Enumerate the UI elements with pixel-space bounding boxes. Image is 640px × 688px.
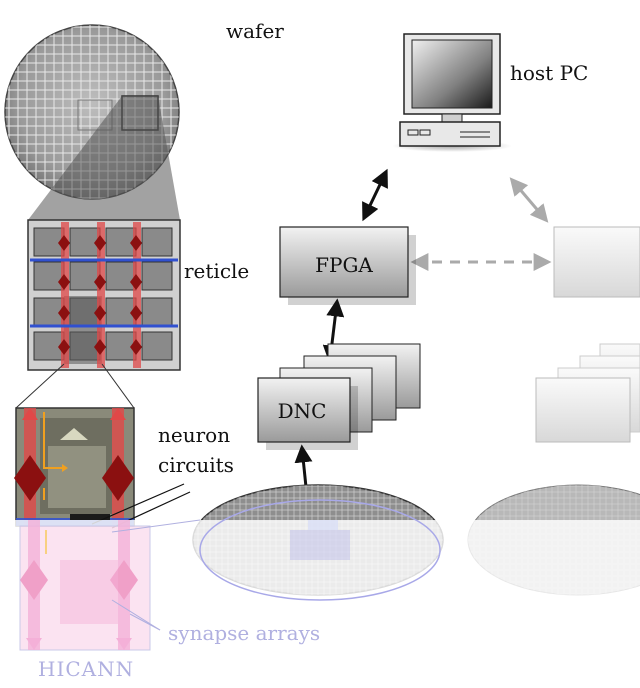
arrow-pc-fpga (362, 168, 388, 222)
reticle-cell (69, 227, 101, 257)
crossbar-switch (130, 235, 142, 251)
hicann-chip (14, 407, 135, 527)
vertical-bus (61, 222, 69, 368)
crossbar-switch (58, 305, 70, 321)
synapse-arrays-label: synapse arrays (168, 621, 320, 645)
wafer-bottom-faded-outline (199, 499, 441, 601)
reticle-cell (141, 331, 173, 361)
hicann-faded-detail (19, 519, 201, 651)
vertical-bus (133, 222, 141, 368)
reticle-cell (105, 261, 137, 291)
zoom-line-right (101, 363, 135, 409)
crossbar-switch (58, 235, 70, 251)
desktop-computer-icon (392, 33, 512, 152)
dnc-label: DNC (278, 399, 327, 423)
reticle-cell (69, 261, 101, 291)
reticle-cell (141, 297, 173, 327)
fade-overlay (0, 520, 640, 688)
crossbar-switch (130, 305, 142, 321)
reticle-cell (33, 261, 65, 291)
reticle-buses (30, 222, 178, 368)
zoom-line-left (15, 363, 65, 409)
wafer-bottom-faded-patch (290, 530, 350, 560)
fpga-box (279, 226, 416, 305)
reticle-cell (141, 261, 173, 291)
host-pc (392, 33, 512, 152)
reticle-zoom (27, 219, 181, 371)
fpga-box-faded (553, 226, 640, 298)
vertical-bus (97, 222, 105, 368)
neuron-pointer-1 (91, 483, 185, 525)
crossbar-switch (58, 274, 70, 290)
crossbar-switch (94, 235, 106, 251)
crossbar-switch (58, 339, 70, 355)
neuron-circuits-label-line1: neuron (158, 423, 230, 447)
neuron-circuits-label-line2: circuits (158, 453, 234, 477)
dnc-stack-faded (535, 343, 640, 443)
crossbar-switch (94, 305, 106, 321)
arrow-pc-faded (509, 177, 549, 223)
hicann-label: HICANN (38, 657, 134, 681)
wafer-projection (28, 96, 180, 220)
crossbar-switch (130, 339, 142, 355)
reticle-label: reticle (184, 259, 249, 283)
host-pc-label: host PC (510, 61, 588, 85)
dnc-stack (257, 343, 421, 450)
fpga-label: FPGA (315, 253, 373, 277)
crossbar-switch (94, 339, 106, 355)
wafer-label: wafer (226, 19, 284, 43)
crossbar-switch (130, 274, 142, 290)
reticle-cell (141, 227, 173, 257)
crossbar-switch (94, 274, 106, 290)
